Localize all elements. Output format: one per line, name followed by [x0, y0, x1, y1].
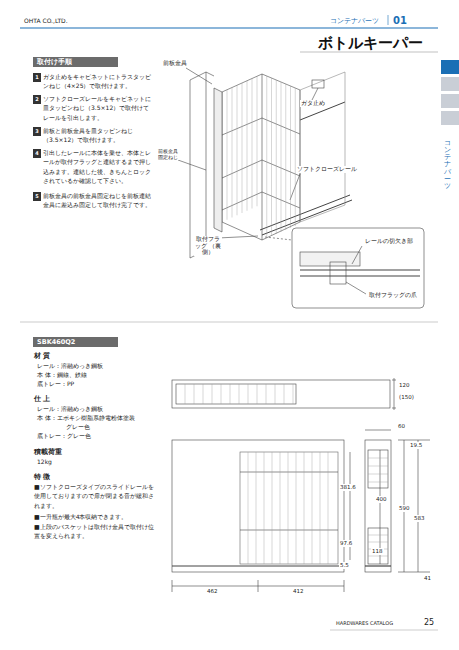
footer-text: HARDWARES CATALOG — [336, 620, 393, 628]
feature-text: ■ソフトクローズタイプのスライドレールを使用しておりますので扉が閉まる音が緩和さ… — [34, 482, 156, 510]
dimension: 381.6 — [339, 484, 357, 491]
part-label: 取付フラッグの爪 — [368, 292, 418, 299]
part-label: ガタ止め — [300, 100, 326, 107]
step-text: ガタ止めをキャビネットにトラスタッピンねじ（4×25）で取付けます。 — [43, 72, 153, 91]
spec-text: 底トレー：グレー色 — [37, 431, 91, 440]
part-label: 取付フラッグ （裏側） — [194, 236, 222, 256]
part-label: 前板金具 — [162, 60, 188, 67]
step-number: 2 — [35, 96, 38, 102]
page-number: 25 — [424, 617, 434, 629]
spec-heading: 仕 上 — [34, 394, 50, 404]
dimension: 19.5 — [409, 442, 423, 449]
dimension: 41 — [423, 575, 432, 582]
spec-text: 本 体：鋼線、鉄線 — [37, 370, 87, 379]
step-number: 1 — [35, 74, 38, 80]
spec-text: 12kg — [37, 457, 52, 466]
spec-text: レール：溶融めっき鋼板 — [37, 361, 103, 370]
section-heading-bar: 取付け手順 — [33, 57, 118, 67]
header-category: コンテナパーツ — [330, 16, 379, 26]
spec-heading: 特 徴 — [34, 472, 50, 482]
page-title: ボトルキーパー — [318, 34, 423, 52]
chapter-number: 01 — [393, 13, 407, 29]
section-heading: SBK460Q2 — [37, 338, 75, 346]
dimension: 400 — [375, 496, 388, 503]
step-number: 3 — [35, 128, 38, 134]
spec-heading: 材 質 — [34, 351, 50, 361]
step-number-box: 3 — [33, 127, 41, 136]
part-label: 前板金具 固定ねじ — [157, 148, 183, 160]
step-number-box: 4 — [33, 149, 41, 158]
dimension: 590 — [398, 505, 411, 512]
company-name: OHTA CO.,LTD. — [24, 16, 68, 25]
feature-text: ■上段のバスケットは取付け金具で取付け位置を変えられます。 — [34, 522, 156, 541]
dimension: 5.5 — [339, 562, 350, 569]
section-heading-bar: SBK460Q2 — [33, 337, 118, 347]
spec-heading: 積載荷重 — [34, 447, 62, 457]
step-number-box: 5 — [33, 192, 41, 201]
section-heading: 取付け手順 — [37, 58, 72, 66]
step-text: 前板金具の前板金具固定ねじを前板連結金具に差込み固定して取付け完了です。 — [43, 191, 153, 210]
feature-text: ■一升瓶が最大4本収納できます。 — [34, 512, 156, 521]
dimension: 412 — [292, 588, 305, 595]
step-number: 4 — [35, 150, 38, 156]
step-text: ソフトクローズレールをキャビネットに皿タッピンねじ（3.5×12）で取付けてレー… — [43, 94, 153, 122]
dimension: 583 — [413, 515, 426, 522]
dimension: 60 — [397, 423, 406, 430]
step-number: 5 — [35, 193, 38, 199]
spec-text: 本 体：エポキシ樹脂系静電粉体塗装 — [37, 413, 162, 422]
dimension: (150) — [398, 394, 415, 401]
side-tab-label: コンテナパーツ — [444, 140, 451, 190]
step-text: 前板と前板金具を皿タッピンねじ（3.5×12）で取付けます。 — [43, 126, 153, 145]
step-number-box: 1 — [33, 73, 41, 82]
part-label: レールの切欠き部 — [364, 238, 414, 245]
step-number-box: 2 — [33, 95, 41, 104]
spec-text: グレー色 — [66, 422, 90, 431]
dimension: 120 — [398, 382, 411, 389]
dimension: 97.6 — [339, 540, 353, 547]
step-text: 引出したレールに本体を乗せ、本体とレールが取付フラッグと連結するまで押し込みます… — [43, 148, 153, 185]
dimension: 118 — [371, 548, 384, 555]
spec-text: レール：溶融めっき鋼板 — [37, 404, 103, 413]
dimension: 462 — [206, 588, 219, 595]
part-label: ソフトクローズレール — [296, 166, 358, 173]
spec-text: 底トレー：PP — [37, 379, 74, 388]
